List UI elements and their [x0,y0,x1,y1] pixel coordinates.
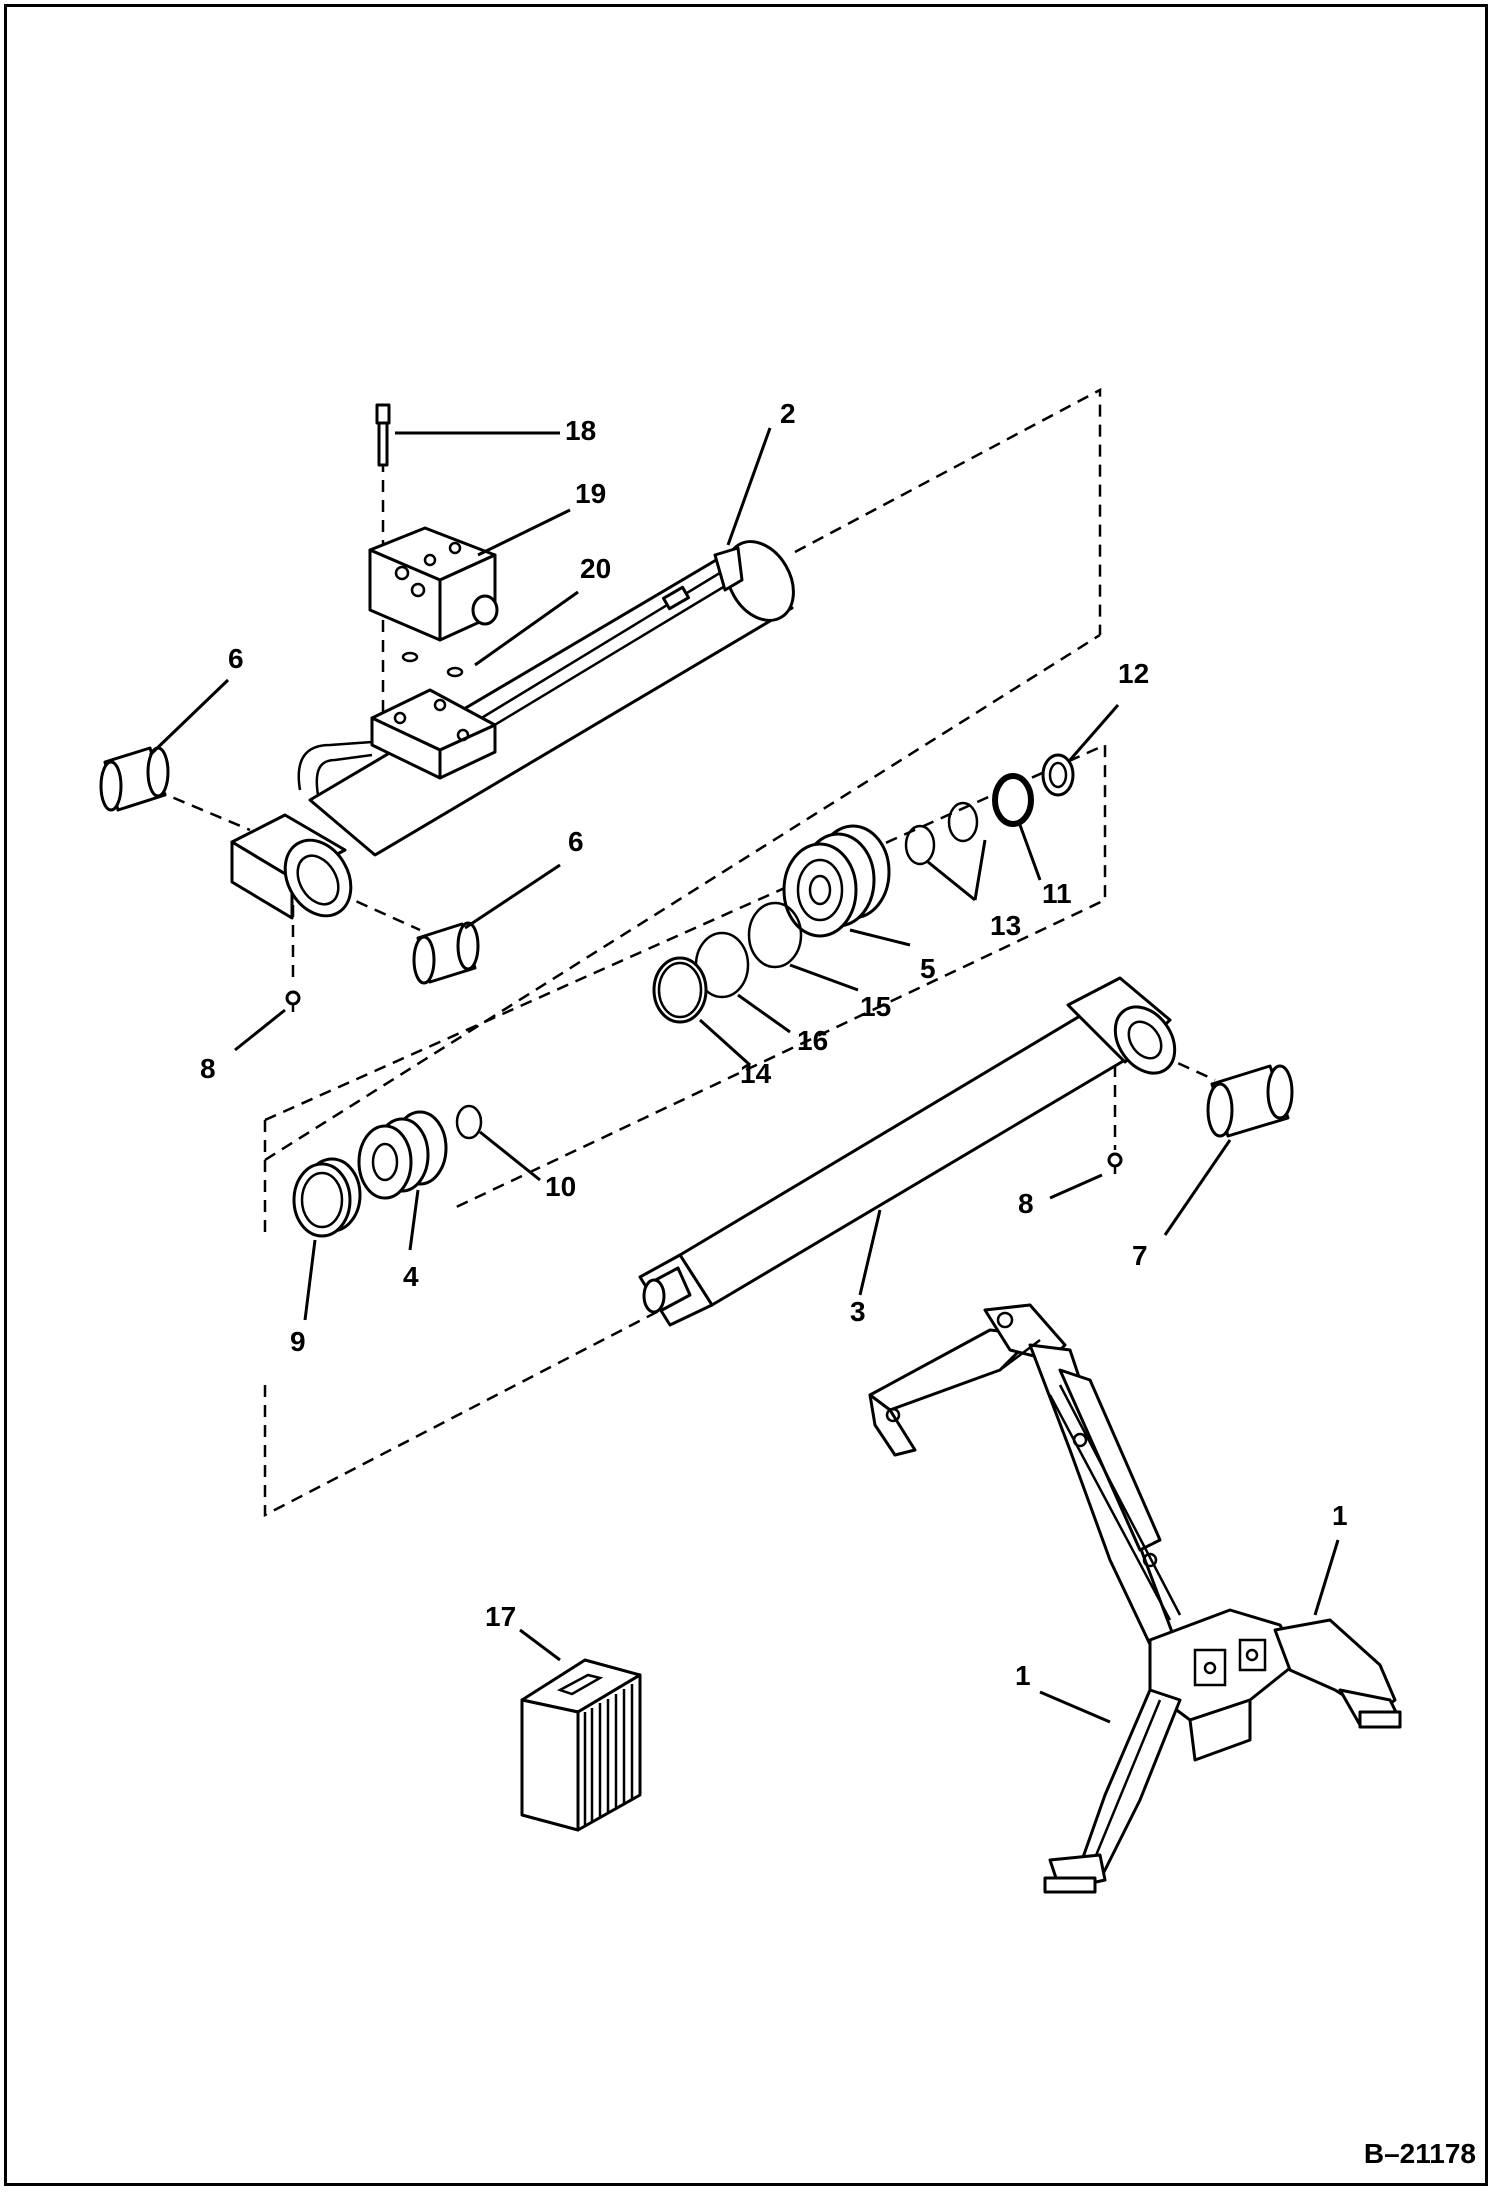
bushing-part-7 [1206,1064,1294,1138]
callout-1-right: 1 [1332,1500,1348,1531]
ring-part-14 [652,956,708,1024]
callout-15: 15 [860,991,892,1022]
leader-lines [148,427,1340,1724]
callout-6-right: 6 [568,826,584,857]
callout-16: 16 [797,1025,829,1056]
figure-id: B–21178 [1363,2138,1476,2169]
bolt-part-18 [375,403,391,467]
backhoe-arm-assembly-part-1 [868,1303,1402,1894]
callout-12: 12 [1118,658,1150,689]
ring-part-15 [747,901,803,969]
grease-fitting-part-8-rod [1107,1152,1123,1174]
o-ring-part-10 [455,1104,483,1140]
bushing-part-6-left [99,746,170,812]
ring-part-12 [1041,753,1075,797]
ring-part-11 [992,773,1034,827]
callout-19: 19 [575,478,607,509]
callout-2: 2 [780,398,796,429]
cylinder-barrel-part-2 [230,540,795,920]
wiper-part-9 [292,1157,362,1238]
callout-5: 5 [920,953,936,984]
callout-4: 4 [403,1261,419,1292]
callout-14: 14 [740,1058,772,1089]
gland-part-4 [357,1110,448,1200]
callout-8-left: 8 [200,1053,216,1084]
callout-7: 7 [1132,1240,1148,1271]
grease-fitting-part-8-top [285,990,301,1012]
manifold-block-part-19 [368,526,499,642]
callout-9: 9 [290,1326,306,1357]
seal-kit-box-part-17 [520,1658,642,1832]
callout-8-rod: 8 [1018,1188,1034,1219]
callout-3: 3 [850,1296,866,1327]
piston-part-5 [782,824,891,938]
callout-17: 17 [485,1601,517,1632]
callout-6-left: 6 [228,643,244,674]
o-rings-part-20 [401,651,464,678]
callout-18: 18 [565,415,597,446]
callout-1-left: 1 [1015,1660,1031,1691]
piston-rod-part-3 [638,976,1177,1327]
callout-13: 13 [990,910,1022,941]
callout-10: 10 [545,1171,577,1202]
bushing-part-6-right [412,921,480,985]
callout-11: 11 [1042,878,1072,909]
rings-part-13 [904,801,979,866]
callout-20: 20 [580,553,612,584]
drawing-border [4,4,1488,2186]
